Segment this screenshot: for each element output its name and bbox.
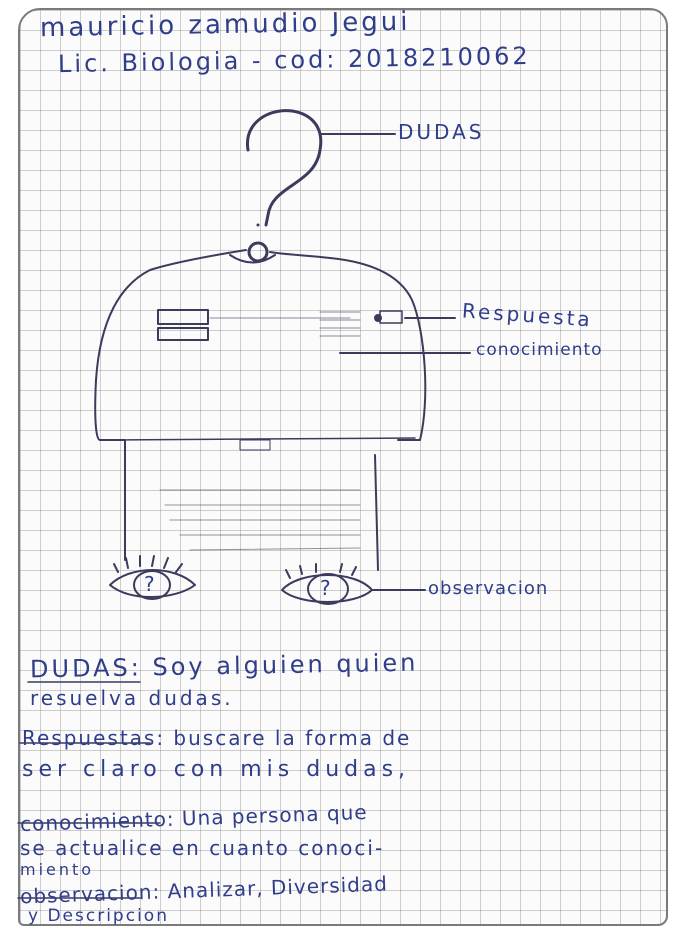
right-leg-line — [374, 454, 379, 571]
label-conocimiento: conocimiento — [476, 340, 603, 360]
shirt-outline — [94, 249, 427, 561]
left-eye-question: ? — [144, 572, 155, 596]
respuesta-marker — [374, 314, 382, 322]
note-text: miento — [20, 860, 95, 879]
note-text: y Descripcion — [28, 906, 169, 926]
note-underlines — [17, 681, 161, 899]
left-eye — [109, 555, 196, 600]
waist-mark — [239, 439, 271, 451]
respuesta-tag — [379, 310, 403, 324]
note-text: buscare la forma de — [165, 726, 412, 750]
right-stripes — [319, 311, 361, 337]
note-term: observacion: — [19, 879, 161, 909]
label-observacion: observacion — [428, 578, 549, 599]
collar — [229, 254, 276, 264]
question-mark-dot — [247, 241, 269, 263]
label-dudas: DUDAS — [398, 120, 485, 144]
pocket-bottom — [157, 327, 209, 341]
note-text: resuelva dudas. — [30, 686, 234, 710]
note-text: Soy alguien quien — [141, 648, 419, 682]
notebook-page — [18, 8, 668, 926]
right-eye-question: ? — [320, 576, 331, 600]
pants-hatching — [159, 489, 361, 551]
note-text: ser claro con mis dudas, — [22, 757, 411, 782]
note-term: DUDAS: — [29, 653, 143, 684]
note-term: Respuestas: — [22, 726, 166, 750]
note-text: se actualice en cuanto conoci- — [20, 836, 385, 860]
pocket-top — [157, 309, 209, 325]
question-mark-hook — [246, 109, 323, 227]
waist-line — [104, 437, 416, 441]
